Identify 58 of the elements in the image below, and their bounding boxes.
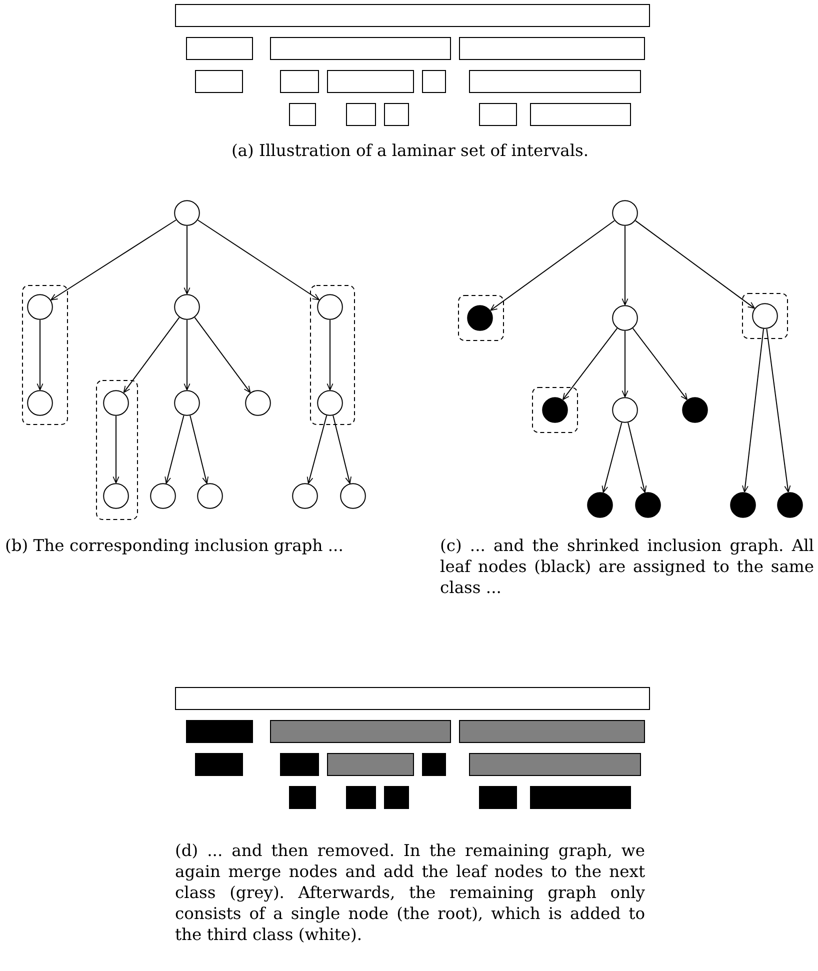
- tree-node: [197, 483, 223, 509]
- arrow: [197, 220, 320, 300]
- tree-node: [174, 200, 200, 226]
- tree-node: [245, 390, 271, 416]
- tree-node: [317, 294, 343, 320]
- figure-caption: (c) ... and the shrinked inclusion graph. All leaf nodes (black) are assigned to the same class ...: [440, 535, 814, 598]
- tree-node: [292, 483, 318, 509]
- arrow: [326, 320, 334, 390]
- figure-caption: (d) ... and then removed. In the remaining graph, we again merge nodes and add the leaf nodes to the next class (grey). Afterwards, the remaining graph only consists of a single node (the root), which is added to the third class (white).: [175, 840, 645, 945]
- arrow: [306, 415, 328, 484]
- filled-tree-node: [635, 492, 661, 518]
- dashed-group-box: [742, 293, 788, 339]
- arrow: [628, 422, 647, 493]
- arrow: [190, 415, 208, 484]
- arrow: [123, 316, 180, 394]
- filled-tree-node: [587, 492, 613, 518]
- tree-node: [150, 483, 176, 509]
- filled-tree-node: [777, 492, 803, 518]
- tree-node: [27, 294, 53, 320]
- arrow: [164, 415, 184, 484]
- figure-caption: (a) Illustration of a laminar set of intervals.: [230, 140, 590, 161]
- arrow: [622, 226, 628, 306]
- arrow: [184, 226, 190, 294]
- tree-node: [27, 390, 53, 416]
- tree-node: [174, 294, 200, 320]
- tree-node: [103, 483, 129, 509]
- arrow: [766, 328, 791, 493]
- arrow: [634, 220, 756, 309]
- filled-tree-node: [682, 397, 708, 423]
- arrow: [562, 328, 618, 400]
- tree-node: [103, 390, 129, 416]
- arrow: [194, 316, 251, 394]
- tree-node: [174, 390, 200, 416]
- tree-node: [340, 483, 366, 509]
- tree-node: [612, 305, 638, 331]
- dashed-group-box: [532, 387, 578, 433]
- tree-node: [752, 303, 778, 329]
- dashed-group-box: [458, 295, 504, 341]
- arrow: [50, 220, 177, 300]
- filled-tree-node: [542, 397, 568, 423]
- dashed-group-box: [96, 380, 138, 520]
- arrow: [112, 416, 120, 484]
- dashed-group-box: [310, 285, 355, 425]
- filled-tree-node: [730, 492, 756, 518]
- dashed-group-box: [22, 285, 68, 425]
- tree-node: [612, 200, 638, 226]
- tree-node: [317, 390, 343, 416]
- arrow: [632, 328, 688, 400]
- filled-tree-node: [467, 305, 493, 331]
- arrow: [184, 320, 190, 390]
- arrow: [490, 220, 615, 311]
- tree-node: [612, 397, 638, 423]
- arrow: [602, 422, 622, 493]
- arrow: [742, 328, 764, 493]
- arrow: [622, 330, 628, 398]
- figure-caption: (b) The corresponding inclusion graph ...: [5, 535, 344, 556]
- arrow: [36, 320, 44, 390]
- arrow: [332, 415, 352, 484]
